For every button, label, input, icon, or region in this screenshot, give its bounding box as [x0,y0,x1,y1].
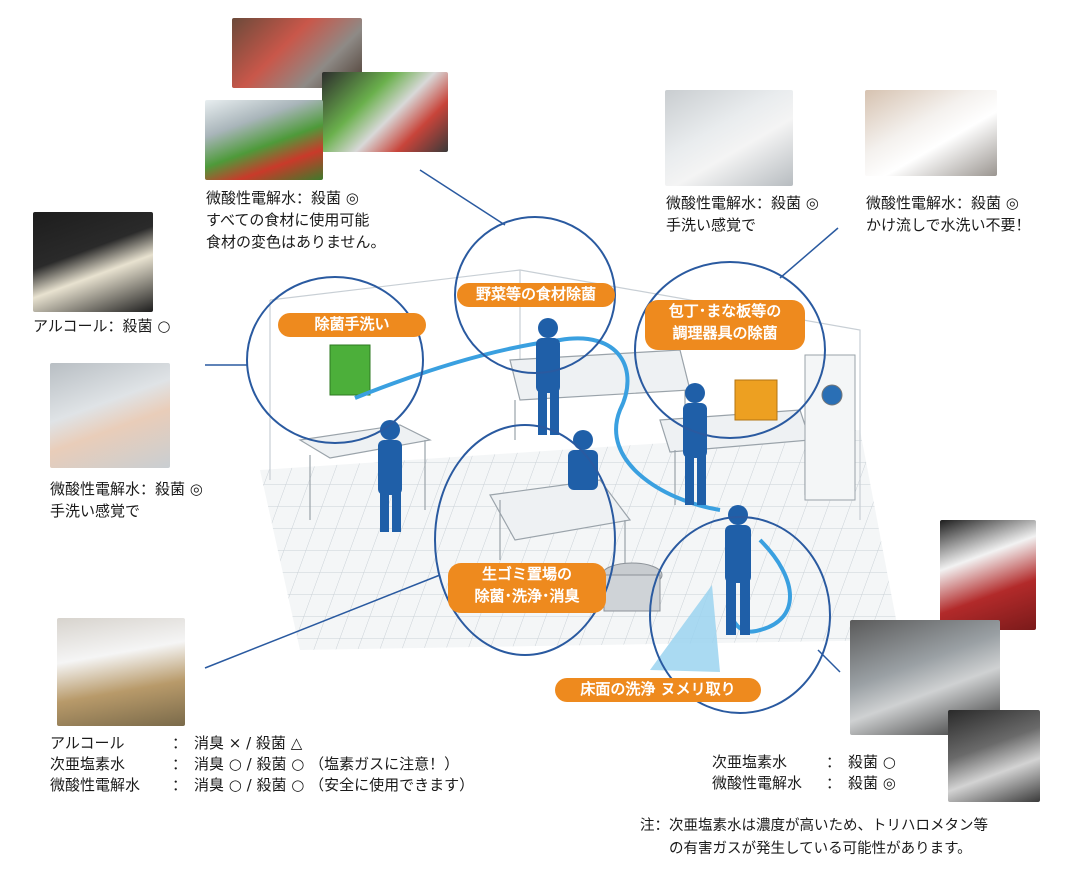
caption-knife: 微酸性電解水：殺菌 ◎ 手洗い感覚で [666,194,819,234]
table-cell-agent: 微酸性電解水 [712,774,803,792]
table-cell-colon: ： [172,755,188,773]
table-cell-effect: 消臭 ○ / 殺菌 ○ （塩素ガスに注意！） [194,755,460,773]
cutting-board-photo [865,90,997,176]
caption-alcohol-hand: アルコール：殺菌 ○ [33,317,171,335]
vegetables-photo [205,100,323,180]
connector-board [779,227,839,279]
zone-label-tools: 包丁･まな板等の 調理器具の除菌 [645,300,805,350]
zone-label-floor: 床面の洗浄 ヌメリ取り [555,678,761,702]
zone-label-garbage: 生ゴミ置場の 除菌･洗浄･消臭 [448,563,606,613]
table-cell-effect: 殺菌 ◎ [848,774,896,792]
table-cell-agent: 微酸性電解水 [50,776,141,794]
table-cell-colon: ： [172,734,188,752]
worker-tools [683,383,707,505]
worker-floor-cleaning [725,505,751,635]
table-cell-colon: ： [172,776,188,794]
table-cell-effect: 消臭 ○ / 殺菌 ○ （安全に使用できます） [194,776,475,794]
red-floor-photo [940,520,1036,630]
knife-sink-photo [665,90,793,186]
cutting-fish-photo [322,72,448,152]
worker-food-prep [536,318,560,435]
table-cell-colon: ： [826,774,842,792]
zone-circle-hand-wash [246,276,424,444]
worker-handwashing [378,420,402,532]
zone-label-food: 野菜等の食材除菌 [457,283,615,307]
footnote: 注：次亜塩素水は濃度が高いため、トリハロメタン等 の有害ガスが発生している可能性… [640,818,988,857]
caption-food: 微酸性電解水：殺菌 ◎ すべての食材に使用可能 食材の変色はありません。 [206,189,386,251]
alcohol-dispenser-photo [33,212,153,312]
zone-circle-food [454,216,616,374]
connector-garbage [204,574,441,669]
caption-water-hand: 微酸性電解水：殺菌 ◎ 手洗い感覚で [50,480,203,520]
zone-circle-floor [649,516,831,714]
garbage-spray-photo [57,618,185,726]
floor-scrub-photo [948,710,1040,802]
table-cell-agent: 次亜塩素水 [50,755,126,773]
center-table [489,479,632,541]
table-cell-effect: 殺菌 ○ [848,753,896,771]
orange-generator-unit [734,379,778,421]
table-cell-colon: ： [826,753,842,771]
zone-label-hand-wash: 除菌手洗い [278,313,426,337]
table-cell-agent: アルコール [50,734,125,752]
worker-center-table [568,430,598,490]
connector-food [419,169,506,226]
kitchen-door [804,354,856,501]
connector-floor [817,649,841,673]
table-cell-agent: 次亜塩素水 [712,753,788,771]
garbage-agent-table: アルコール ： 消臭 × / 殺菌 △ 次亜塩素水 ： 消臭 ○ / 殺菌 ○ … [50,733,474,796]
zone-circle-garbage [434,424,616,656]
table-cell-effect: 消臭 × / 殺菌 △ [194,734,303,752]
floor-spray [650,585,720,672]
floor-agent-table: 次亜塩素水 ： 殺菌 ○ 微酸性電解水 ： 殺菌 ◎ [712,752,896,794]
green-generator-unit [329,344,371,396]
handwashing-water-photo [50,363,170,468]
caption-board: 微酸性電解水：殺菌 ◎ かけ流しで水洗い不要！ [866,194,1031,234]
zone-circle-tools [634,261,826,439]
